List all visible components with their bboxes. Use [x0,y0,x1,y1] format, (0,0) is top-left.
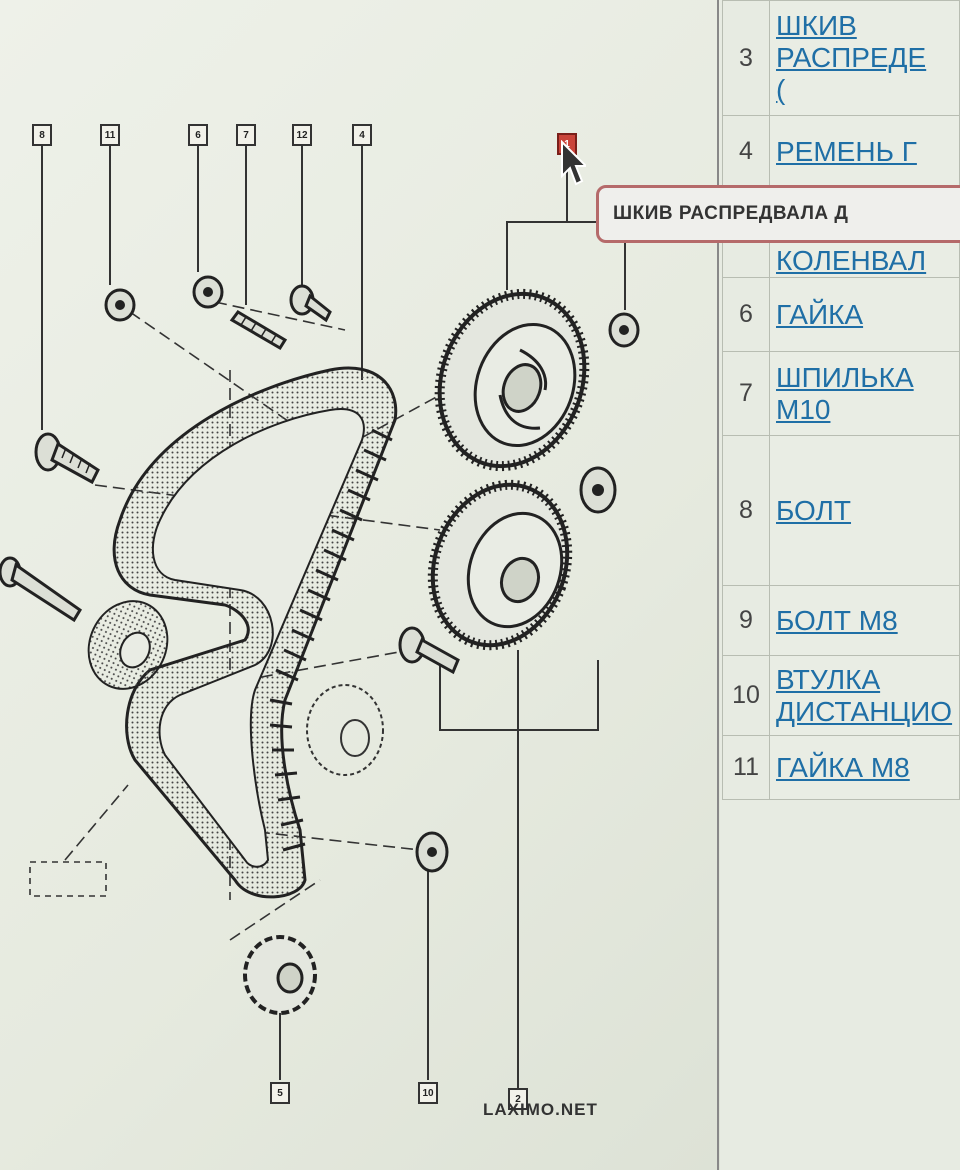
callout-6[interactable]: 6 [188,124,208,146]
part-tooltip: ШКИВ РАСПРЕДВАЛА Д [596,185,960,243]
camshaft-pulley-upper [434,288,590,472]
part-name-link[interactable]: ВТУЛКА ДИСТАНЦИО [769,655,960,736]
callout-7[interactable]: 7 [236,124,256,146]
table-row: 4 РЕМЕНЬ Г [722,115,960,188]
callout-10[interactable]: 10 [418,1082,438,1104]
callout-5[interactable]: 5 [270,1082,290,1104]
crankshaft-sprocket [243,935,317,1015]
part-name-link[interactable]: ШКИВ РАСПРЕДЕ ( [769,0,960,116]
part-name-line[interactable]: ШКИВ [776,10,857,41]
part-number: 9 [722,585,770,656]
part-number: 8 [722,435,770,586]
table-row: 3 ШКИВ РАСПРЕДЕ ( [722,0,960,116]
camshaft-pulley-lower [427,479,573,651]
part-name-link[interactable]: ГАЙКА [769,277,960,352]
table-row: 11 ГАЙКА М8 [722,735,960,800]
part-number: 3 [722,0,770,116]
part-name-line[interactable]: КОЛЕНВАЛ [776,245,927,276]
callout-12[interactable]: 12 [292,124,312,146]
part-name-line[interactable]: РАСПРЕДЕ [776,42,927,73]
part-name-line[interactable]: БОЛТ М8 [776,604,898,636]
mouse-cursor-icon [561,140,586,186]
part-name-link[interactable]: БОЛТ [769,435,960,586]
timing-belt-exploded-view [0,0,719,1170]
part-name-line[interactable]: РЕМЕНЬ Г [776,135,917,167]
laximo-watermark: LAXIMO.NET [483,1100,598,1119]
part-number: 10 [722,655,770,736]
parts-table: 3 ШКИВ РАСПРЕДЕ ( 4 РЕМЕНЬ Г КОЛЕНВАЛ 6 … [722,0,960,800]
part-name-line[interactable]: ГАЙКА М8 [776,751,910,783]
table-row: 8 БОЛТ [722,435,960,586]
part-number: 4 [722,115,770,188]
callout-8[interactable]: 8 [32,124,52,146]
part-name-link[interactable]: БОЛТ М8 [769,585,960,656]
part-name-link[interactable]: РЕМЕНЬ Г [769,115,960,188]
part-name-line[interactable]: ДИСТАНЦИО [776,695,953,727]
part-number: 11 [722,735,770,800]
part-name-line[interactable]: ( [776,74,786,105]
part-name-link[interactable]: ГАЙКА М8 [769,735,960,800]
part-number: 6 [722,277,770,352]
callout-2[interactable]: 2 [508,1088,528,1110]
part-name-line[interactable]: ВТУЛКА [776,663,881,695]
table-row: 6 ГАЙКА [722,277,960,352]
callout-4[interactable]: 4 [352,124,372,146]
part-name-line[interactable]: БОЛТ [776,494,852,526]
part-name-line[interactable]: М10 [776,393,831,425]
table-row: 10 ВТУЛКА ДИСТАНЦИО [722,655,960,736]
table-row: 9 БОЛТ М8 [722,585,960,656]
callout-11[interactable]: 11 [100,124,120,146]
part-name-link[interactable]: ШПИЛЬКА М10 [769,351,960,436]
part-name-line[interactable]: ГАЙКА [776,298,864,330]
part-name-line[interactable]: ШПИЛЬКА [776,361,914,393]
parts-diagram: 8 11 6 7 12 4 1 5 10 2 LAXIMO.NET [0,0,720,1170]
table-row: 7 ШПИЛЬКА М10 [722,351,960,436]
part-number: 7 [722,351,770,436]
